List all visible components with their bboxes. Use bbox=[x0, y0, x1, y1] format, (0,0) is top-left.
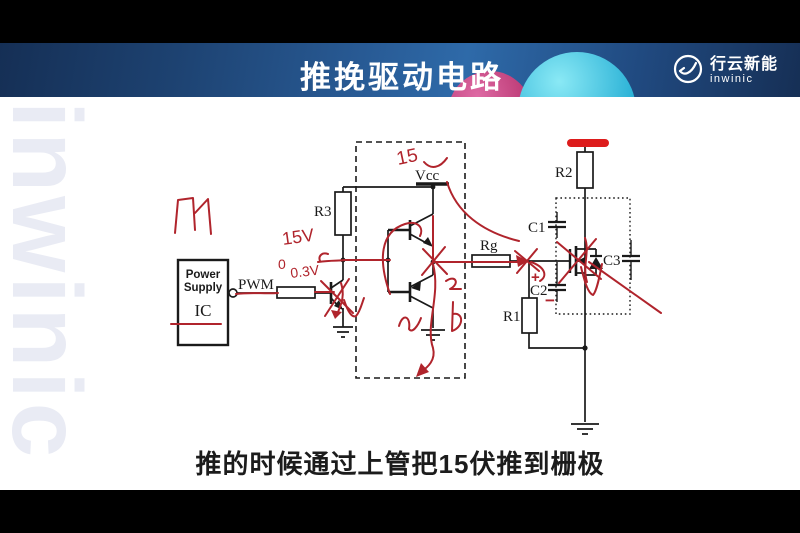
power-supply-ic-box bbox=[176, 258, 230, 347]
label-ic: IC bbox=[195, 301, 212, 320]
label-power: Power bbox=[186, 269, 221, 281]
body-diode bbox=[589, 257, 603, 269]
decor-circle-cyan bbox=[518, 52, 636, 97]
vcc-rail-wire bbox=[342, 186, 433, 192]
junction-dots bbox=[340, 184, 588, 351]
label-pwm: PWM bbox=[238, 277, 274, 293]
ground-symbol-1 bbox=[333, 326, 353, 338]
push-pull-stage bbox=[343, 213, 445, 341]
hw-15: 15 bbox=[395, 145, 420, 170]
label-c1: C1 bbox=[528, 220, 546, 236]
label-c2: C2 bbox=[530, 283, 548, 299]
red-annotations bbox=[170, 157, 662, 377]
label-supply: Supply bbox=[184, 282, 223, 294]
capacitor-c3 bbox=[622, 240, 640, 280]
resistor-r2 bbox=[576, 151, 594, 189]
resistor-r3 bbox=[334, 191, 352, 236]
circuit-diagram: Power Supply IC PWM R3 Vcc Rg R1 R2 C1 C… bbox=[170, 139, 662, 435]
page-title: 推挽驱动电路 bbox=[300, 60, 505, 95]
hw-0: 0 bbox=[278, 256, 286, 272]
letterbox-bottom bbox=[0, 490, 800, 533]
pnp-arrow bbox=[411, 281, 421, 291]
swoosh-circle-icon bbox=[672, 53, 704, 90]
brand-name-cn: 行云新能 bbox=[709, 56, 778, 74]
brand-logo: 行云新能 inwinic bbox=[672, 53, 778, 90]
hw-minus: − bbox=[545, 291, 555, 310]
letterbox-top bbox=[0, 0, 800, 43]
square-wave-sketch bbox=[174, 197, 212, 235]
pwm-output-terminal bbox=[228, 288, 238, 298]
supply-highlight-bar bbox=[567, 139, 609, 147]
red-handwriting: 15V 0 0.3V 15 + − bbox=[278, 145, 555, 310]
label-r1: R1 bbox=[503, 309, 521, 325]
capacitor-c1 bbox=[548, 212, 566, 238]
ground-symbol-3 bbox=[571, 423, 599, 435]
watermark-text: inwinic bbox=[0, 101, 103, 462]
brand-name-en: inwinic bbox=[709, 73, 754, 86]
slide-content: inwinic bbox=[0, 97, 800, 490]
capacitor-c2 bbox=[548, 262, 566, 302]
header-band: 推挽驱动电路 行云新能 inwinic bbox=[0, 43, 800, 97]
hw-plus: + bbox=[531, 269, 540, 286]
npn-arrow bbox=[423, 237, 433, 247]
caption-text: 推的时候通过上管把15伏推到栅极 bbox=[195, 449, 605, 479]
hw-03v: 0.3V bbox=[289, 262, 320, 281]
label-vcc: Vcc bbox=[415, 168, 439, 184]
label-r3: R3 bbox=[314, 204, 332, 220]
hw-15v: 15V bbox=[281, 225, 316, 249]
circuit-labels: Power Supply IC PWM R3 Vcc Rg R1 R2 C1 C… bbox=[184, 165, 621, 325]
resistor-r1-branch bbox=[521, 261, 585, 349]
label-r2: R2 bbox=[555, 165, 573, 181]
label-c3: C3 bbox=[603, 253, 621, 269]
label-rg: Rg bbox=[480, 238, 498, 254]
pwm-series-resistor bbox=[276, 286, 316, 299]
ground-symbol-2 bbox=[421, 329, 445, 341]
